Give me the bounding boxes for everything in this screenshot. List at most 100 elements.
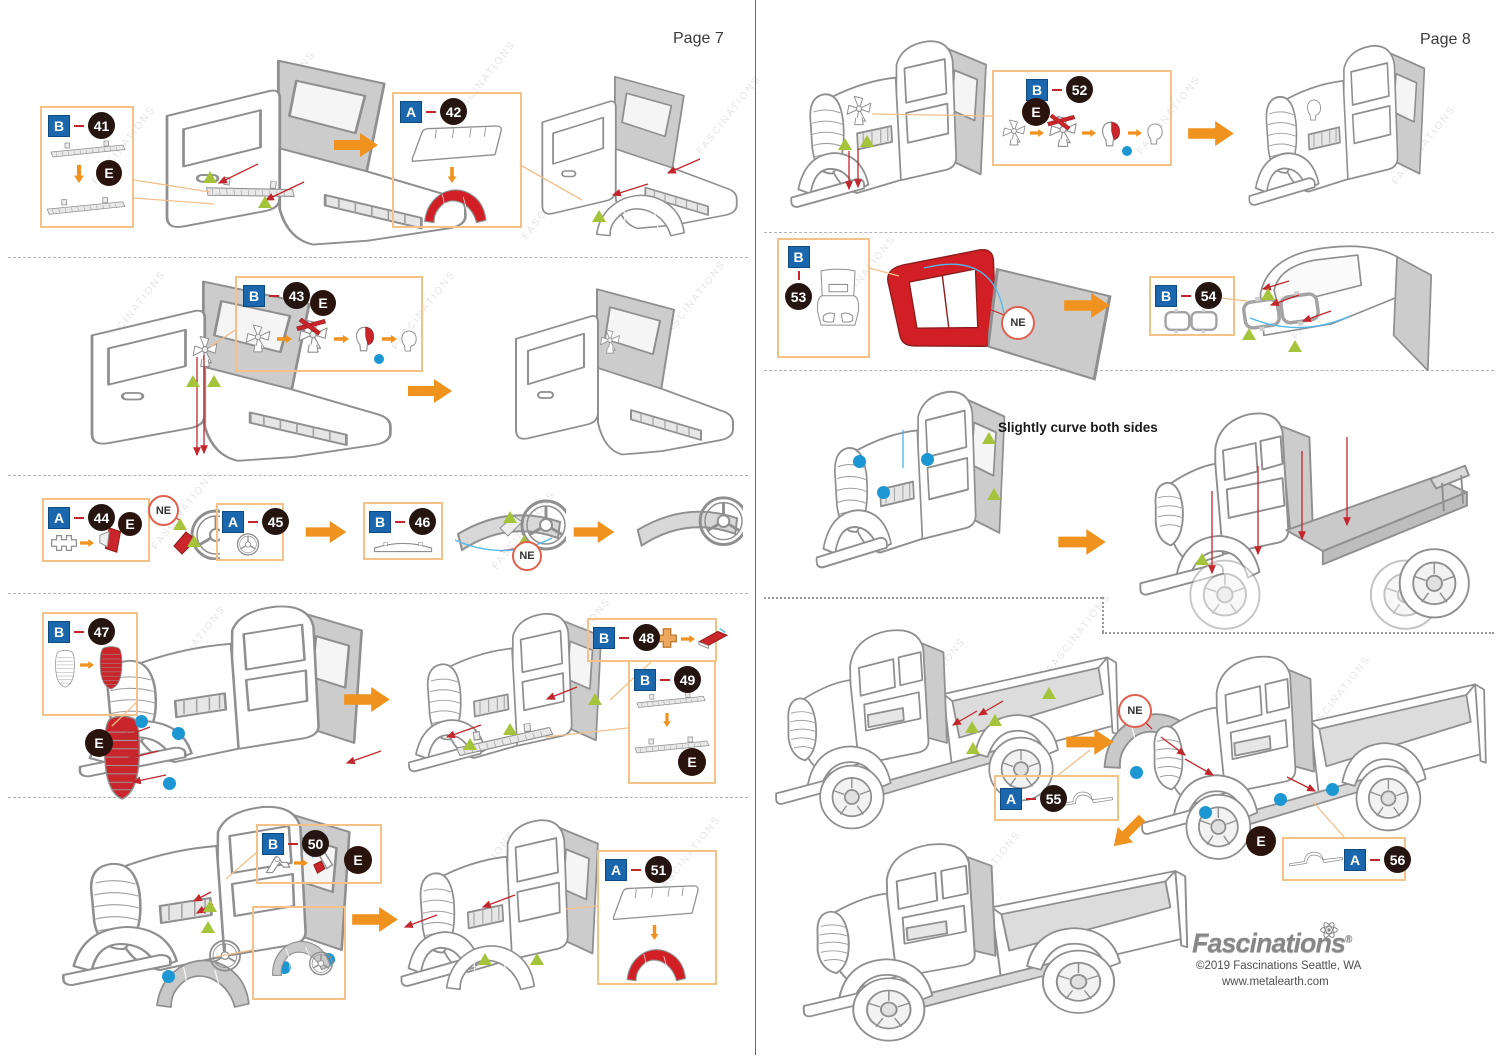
fan-part xyxy=(192,335,218,367)
blue-dot-marker xyxy=(1122,146,1132,156)
step-41-label: B 41 xyxy=(48,112,115,139)
arrow-right-icon xyxy=(1082,129,1096,137)
bracket-part-folded-red xyxy=(99,527,122,553)
grille-part xyxy=(55,650,75,688)
brand-logo: Fascinations® xyxy=(1192,928,1352,959)
arrow-down-icon xyxy=(74,165,84,183)
fold-triangle-marker xyxy=(987,488,1001,500)
part-sheet-badge: B xyxy=(1155,284,1177,307)
blue-dot-marker xyxy=(1274,793,1287,806)
page-7-title: Page 7 xyxy=(673,30,724,47)
no-glue-badge: NE xyxy=(512,541,542,571)
step-number-badge: 53 xyxy=(785,283,812,310)
glue-tab-badge: E xyxy=(1022,98,1050,126)
grille-strip-part xyxy=(46,197,126,215)
part-sheet-badge: A xyxy=(1344,848,1366,871)
step-box-52 xyxy=(992,70,1172,166)
fold-triangle-marker xyxy=(1261,288,1275,300)
page-divider xyxy=(755,0,756,1055)
pickup-truck-illustration xyxy=(788,826,1203,1061)
arrow-right-icon xyxy=(1128,129,1142,137)
fold-triangle-marker xyxy=(201,921,215,933)
step-number-badge: 46 xyxy=(409,508,436,535)
dash-connector xyxy=(248,520,258,523)
part-sheet-badge: B xyxy=(262,832,284,855)
dashboard-assembly xyxy=(456,499,566,552)
brand-name: Fascinations xyxy=(1192,928,1346,958)
part-sheet-badge: B xyxy=(369,510,391,533)
truck-cab-illustration xyxy=(515,288,734,456)
row-divider xyxy=(8,593,748,594)
dash-connector xyxy=(1052,88,1062,91)
blue-dot-marker xyxy=(374,354,384,364)
fold-triangle-marker xyxy=(530,953,544,965)
arrow-right-icon xyxy=(1058,529,1106,555)
step-box-47 xyxy=(42,612,138,716)
step-box-46 xyxy=(363,502,443,560)
copyright-text: ©2019 Fascinations Seattle, WA xyxy=(1196,960,1362,972)
glue-tab-badge: E xyxy=(96,160,122,186)
arrow-right-icon xyxy=(1188,121,1234,146)
arrow-down-icon xyxy=(447,167,457,183)
part-sheet-badge: B xyxy=(48,620,70,643)
dash-connector xyxy=(1181,294,1191,297)
step-number-badge: 52 xyxy=(1066,76,1093,103)
step-48-label: B 48 xyxy=(593,624,660,651)
fold-triangle-marker xyxy=(965,721,979,733)
part-sheet-badge: A xyxy=(400,100,422,123)
arrow-right-icon xyxy=(382,334,397,344)
headlamp-part-folded xyxy=(1098,118,1124,150)
fold-triangle-marker xyxy=(838,138,852,150)
truck-cab-illustration xyxy=(1248,45,1426,206)
step-42-label: A 42 xyxy=(400,98,467,125)
arrow-right-icon xyxy=(80,661,94,669)
arrow-right-icon xyxy=(277,334,292,344)
fan-part xyxy=(1002,119,1026,146)
glue-tab-badge: E xyxy=(85,729,113,757)
registered-mark: ® xyxy=(1345,934,1352,945)
dash-connector xyxy=(619,636,629,639)
fold-triangle-marker xyxy=(988,714,1002,726)
step-number-badge: 51 xyxy=(645,856,672,883)
row-divider xyxy=(764,597,1102,599)
fold-triangle-marker xyxy=(203,900,217,912)
step-53-label: B 53 xyxy=(785,246,812,310)
fold-triangle-marker xyxy=(478,953,492,965)
dash-connector xyxy=(631,868,641,871)
dash-connector xyxy=(74,124,84,127)
glue-tab-badge: E xyxy=(310,290,336,316)
atom-icon xyxy=(1320,922,1338,938)
bracket-part-folded-red xyxy=(697,628,729,650)
row-divider xyxy=(8,257,748,258)
fender-part-red xyxy=(424,189,487,224)
row-divider xyxy=(764,232,1494,233)
dash-connector xyxy=(660,678,670,681)
step-number-badge: 50 xyxy=(302,830,329,857)
dash-connector xyxy=(395,520,405,523)
fan-part xyxy=(600,329,620,354)
blue-dot-marker xyxy=(1326,783,1339,796)
fold-triangle-marker xyxy=(588,693,602,705)
dash-connector xyxy=(426,110,436,113)
fold-triangle-marker xyxy=(187,535,201,547)
truck-cab-illustration xyxy=(790,40,987,208)
assembly-note: Slightly curve both sides xyxy=(998,420,1158,435)
fold-triangle-marker xyxy=(860,135,874,147)
website-text: www.metalearth.com xyxy=(1222,976,1329,988)
step-number-badge: 43 xyxy=(283,282,310,309)
arrow-right-icon xyxy=(334,133,378,157)
step-52-label: B 52 xyxy=(1026,76,1093,103)
part-sheet-badge: A xyxy=(1000,787,1022,810)
bracket-part-tan xyxy=(657,628,677,648)
dashboard-assembly xyxy=(636,496,743,548)
fender-flat-part xyxy=(612,885,699,921)
fan-part xyxy=(846,95,872,126)
blue-dot-marker xyxy=(877,486,890,499)
arrow-right-icon xyxy=(1064,293,1110,318)
part-sheet-badge: B xyxy=(48,114,70,137)
page-8-title: Page 8 xyxy=(1420,31,1471,48)
bracket-part xyxy=(51,534,77,552)
arrow-right-icon xyxy=(344,687,390,712)
running-board-part xyxy=(1289,851,1343,867)
